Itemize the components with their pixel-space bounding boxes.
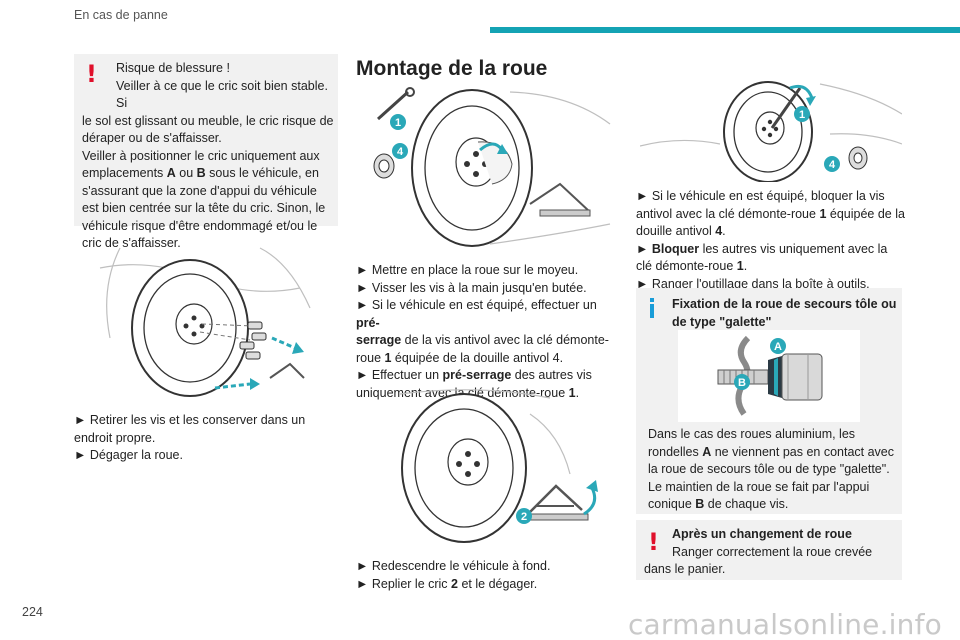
illustration-mount-wheel: 1 4 <box>360 84 615 252</box>
section-title-mounting: Montage de la roue <box>356 57 548 80</box>
svg-text:1: 1 <box>395 117 401 129</box>
illustration-lower-vehicle: 2 <box>360 384 615 544</box>
running-header: En cas de panne <box>74 8 168 22</box>
svg-text:2: 2 <box>521 511 527 523</box>
callout-4-badge: 4 <box>824 156 840 172</box>
warning-text: Risque de blessure ! Veiller à ce que le… <box>82 60 336 253</box>
illustration-wheel-bolt-washers: A B <box>678 330 860 422</box>
warning-exclamation-icon: ! <box>648 528 659 556</box>
warning-exclamation-icon: ! <box>86 60 97 88</box>
callout-1-badge: 1 <box>390 114 406 130</box>
callout-A-badge: A <box>770 338 786 354</box>
callout-B-badge: B <box>734 374 750 390</box>
warning-title: Après un changement de roue <box>672 527 852 541</box>
illustration-remove-wheel <box>90 238 320 398</box>
callout-1-badge: 1 <box>794 106 810 122</box>
svg-text:4: 4 <box>397 146 404 158</box>
info-icon <box>650 298 654 318</box>
header-accent-bar <box>490 27 960 33</box>
steps-remove-wheel: ► Retirer les vis et les conserver dans … <box>74 413 306 462</box>
info-title-line2: de type "galette" <box>672 314 772 329</box>
svg-text:1: 1 <box>799 109 805 121</box>
info-body: Dans le cas des roues aluminium, les ron… <box>648 427 894 511</box>
warning-title: Risque de blessure ! <box>116 61 230 75</box>
steps-lower-vehicle: ► Redescendre le véhicule à fond. ► Repl… <box>356 559 551 591</box>
illustration-tighten-bolts: 1 4 <box>640 74 902 182</box>
svg-text:B: B <box>738 377 746 389</box>
steps-tighten-bolts: ► Si le véhicule en est équipé, bloquer … <box>636 189 905 291</box>
warning-box-injury: ! Risque de blessure ! Veiller à ce que … <box>74 54 338 250</box>
callout-4-badge: 4 <box>392 143 408 159</box>
svg-text:4: 4 <box>829 159 836 171</box>
page-number: 224 <box>22 605 43 619</box>
callout-2-badge: 2 <box>516 508 532 524</box>
watermark: carmanualsonline.info <box>627 608 942 640</box>
warning-box-after-change: ! Après un changement de roue Ranger cor… <box>636 520 902 580</box>
info-box-spare-wheel: Fixation de la roue de secours tôle ou d… <box>636 288 902 514</box>
svg-text:A: A <box>774 341 782 353</box>
steps-mount-wheel: ► Mettre en place la roue sur le moyeu. … <box>356 263 609 400</box>
info-title-line1: Fixation de la roue de secours tôle ou <box>672 297 897 311</box>
